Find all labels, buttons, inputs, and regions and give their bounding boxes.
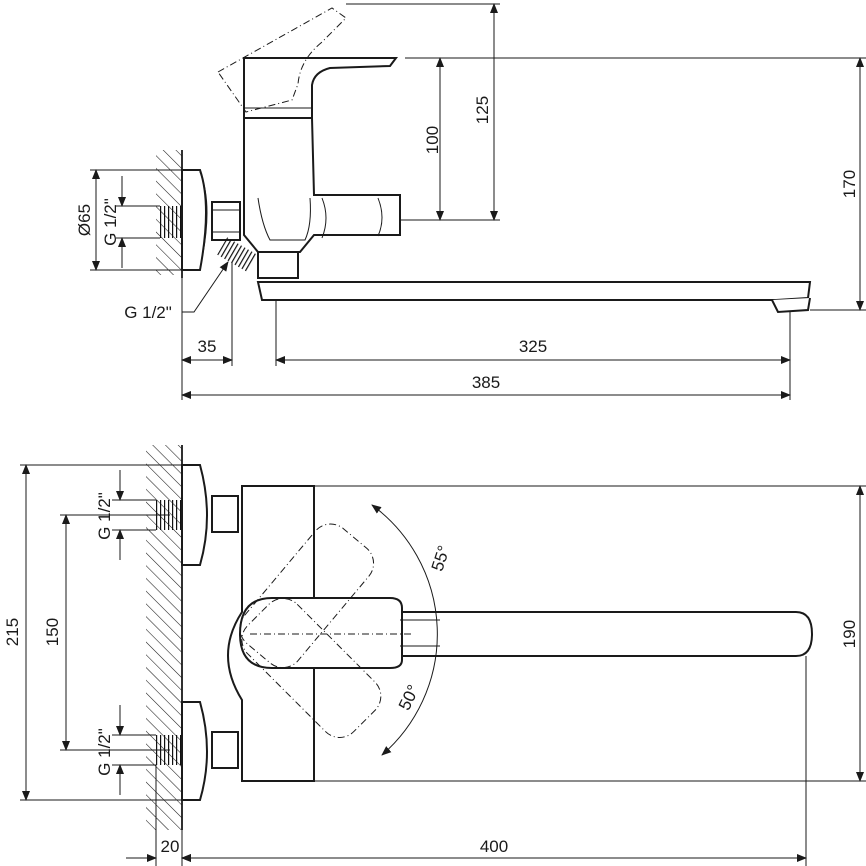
side-view: 100 125 170 Ø65 G 1/2" G 1/2" 35 325 38	[75, 3, 866, 400]
dim-385: 385	[472, 373, 500, 392]
body-curve-2	[377, 197, 383, 237]
handle-side	[243, 57, 398, 119]
handle-rotated-down-outline	[241, 597, 382, 738]
handle-rotated-up-outline	[239, 523, 375, 669]
dim-150: 150	[43, 618, 62, 646]
dim-215: 215	[3, 618, 22, 646]
flange-top-lower	[181, 701, 208, 801]
dim-170: 170	[840, 170, 859, 198]
dim-325: 325	[519, 337, 547, 356]
dim-g-half-top-upper: G 1/2"	[95, 492, 114, 540]
angle-arc	[371, 504, 438, 756]
mixer-body-side	[243, 117, 401, 253]
top-view: 55° 50° 215 150 G 1/2" G 1/2" 190	[3, 445, 866, 866]
dim-g-half-side: G 1/2"	[101, 198, 120, 246]
dim-100: 100	[423, 126, 442, 154]
dim-35: 35	[198, 337, 217, 356]
handle-rotated-up	[239, 523, 375, 669]
dim-diameter-65: Ø65	[75, 204, 94, 236]
body-curve-1	[321, 197, 327, 239]
dim-190: 190	[840, 620, 859, 648]
spout-top	[399, 611, 814, 657]
spout-side	[256, 281, 812, 301]
body-inner	[257, 197, 311, 241]
dim-g-half-top-lower: G 1/2"	[95, 728, 114, 776]
spout-collar	[257, 251, 299, 279]
flange-curve	[199, 171, 208, 269]
dim-20: 20	[161, 837, 180, 856]
nut-side	[211, 201, 241, 241]
dim-g-half-lower: G 1/2"	[124, 303, 172, 322]
aerator-side	[771, 297, 811, 314]
nut-top-lower	[211, 731, 239, 769]
angle-55: 55°	[428, 543, 454, 573]
handle-raised-outline	[217, 7, 347, 113]
handle-rotated-down	[241, 597, 382, 738]
lower-thread	[217, 237, 257, 272]
nut-top-upper	[211, 495, 239, 533]
dim-400: 400	[480, 837, 508, 856]
leader-g-lower	[182, 261, 229, 313]
flange-top-upper	[181, 464, 208, 566]
dim-125: 125	[473, 96, 492, 124]
